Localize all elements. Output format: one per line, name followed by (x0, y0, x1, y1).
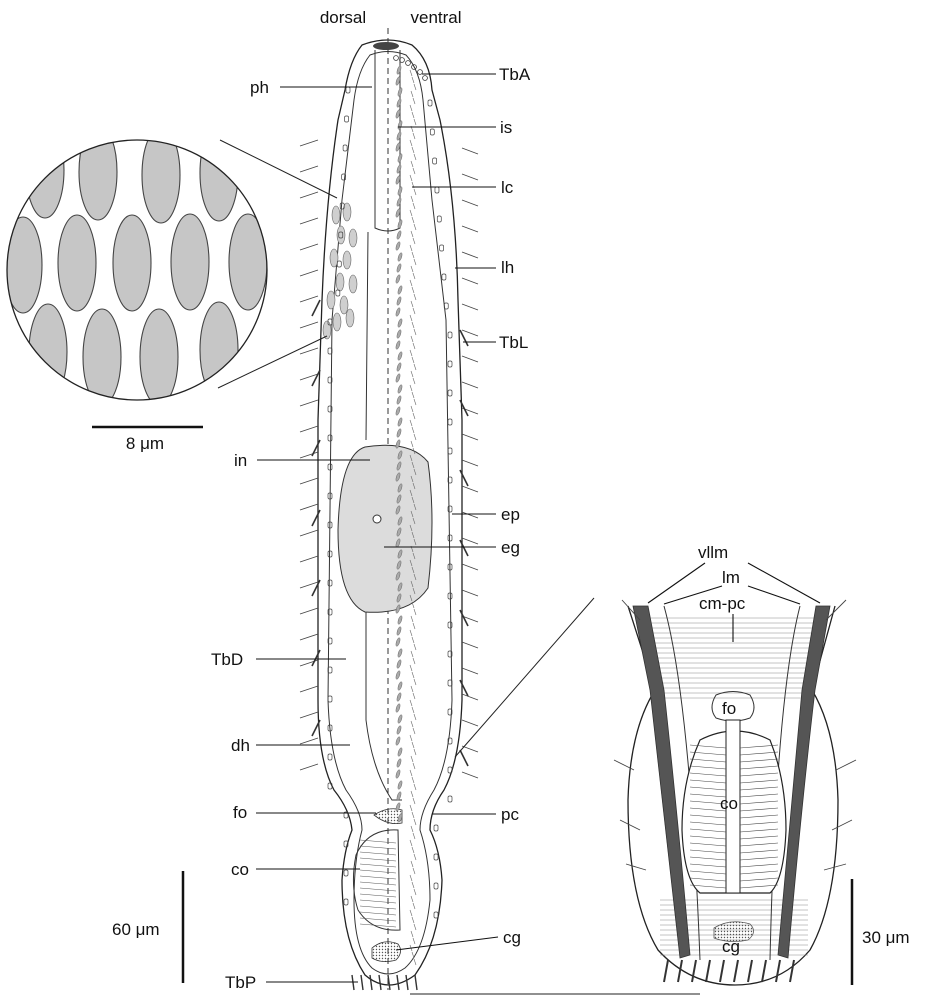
inset-label-co: co (720, 794, 738, 813)
zoom-line-top (220, 140, 337, 198)
egg (338, 445, 432, 612)
scale-label-main: 60 μm (112, 920, 160, 939)
copulatory-organ-striations (360, 840, 396, 927)
label-is: is (500, 118, 512, 137)
label-co: co (231, 860, 249, 879)
label-lh: lh (501, 258, 514, 277)
inset-label-vllm: vllm (698, 543, 728, 562)
label-dh: dh (231, 736, 250, 755)
scale-label-magnified: 8 μm (126, 434, 164, 453)
inset-label-cm-pc: cm-pc (699, 594, 746, 613)
inset-label-cg: cg (722, 937, 740, 956)
posterior-inset: vllm lm cm-pc fo co cg 30 μm (614, 543, 910, 985)
label-in: in (234, 451, 247, 470)
label-TbA: TbA (499, 65, 531, 84)
label-TbD: TbD (211, 650, 243, 669)
egg-nucleus (373, 515, 381, 523)
label-dorsal: dorsal (320, 8, 366, 27)
label-ep: ep (501, 505, 520, 524)
inset-label-lm: lm (722, 568, 740, 587)
label-TbP: TbP (225, 973, 256, 992)
label-fo: fo (233, 803, 247, 822)
mouth (373, 42, 399, 50)
label-pc: pc (501, 805, 519, 824)
label-eg: eg (501, 538, 520, 557)
copulatory-organ (353, 830, 400, 930)
label-TbL: TbL (499, 333, 528, 352)
magnified-view: 8 μm (4, 122, 337, 453)
inset-connector-top (455, 598, 594, 757)
inset-label-fo: fo (722, 699, 736, 718)
label-ph: ph (250, 78, 269, 97)
caudal-gland (372, 942, 401, 962)
label-cg: cg (503, 928, 521, 947)
main-body (300, 28, 478, 990)
label-lc: lc (501, 178, 514, 197)
scale-label-inset: 30 μm (862, 928, 910, 947)
label-ventral: ventral (410, 8, 461, 27)
